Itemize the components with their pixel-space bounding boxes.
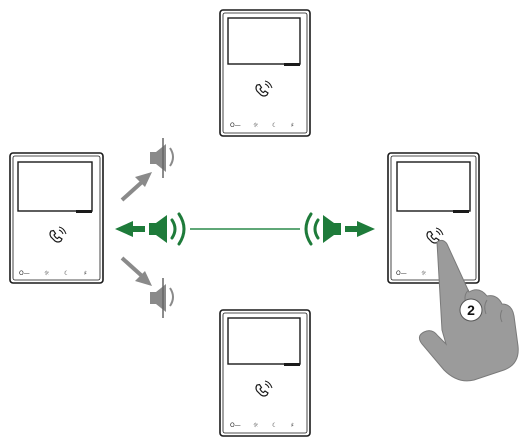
- brightness-button-label[interactable]: ☼: [253, 122, 259, 129]
- mode-button-label[interactable]: ☾: [272, 122, 277, 129]
- speaker-muted-icon: [120, 256, 174, 318]
- key-button-label[interactable]: O—: [19, 270, 30, 277]
- monitor-screen: [17, 161, 93, 212]
- key-button-label[interactable]: O—: [230, 422, 241, 429]
- speaker-sound-icon: [115, 212, 186, 246]
- mode-button-label[interactable]: ☾: [272, 422, 277, 429]
- top-monitor: O— ☼ ☾ ♯: [219, 9, 311, 137]
- speaker-sound-icon: [304, 212, 375, 246]
- bottom-monitor: O— ☼ ☾ ♯: [219, 309, 311, 437]
- hash-button-label[interactable]: ♯: [291, 422, 294, 429]
- right-monitor: O— ☼: [387, 152, 480, 284]
- brightness-button-label[interactable]: ☼: [253, 422, 259, 429]
- step-number: 2: [467, 302, 475, 318]
- mode-button-label[interactable]: ☾: [64, 270, 69, 277]
- speaker-muted-icon: [120, 138, 174, 202]
- hash-button-label[interactable]: ♯: [291, 122, 294, 129]
- brightness-button-label[interactable]: ☼: [44, 270, 50, 277]
- brightness-button-label[interactable]: ☼: [421, 270, 427, 277]
- key-button-label[interactable]: O—: [230, 122, 241, 129]
- hash-button-label[interactable]: ♯: [84, 270, 87, 277]
- left-monitor: O— ☼ ☾ ♯: [9, 152, 104, 284]
- monitor-screen: [227, 317, 301, 365]
- monitor-screen: [396, 161, 471, 212]
- step-badge: 2: [459, 298, 483, 322]
- monitor-screen: [227, 17, 301, 65]
- key-button-label[interactable]: O—: [396, 270, 407, 277]
